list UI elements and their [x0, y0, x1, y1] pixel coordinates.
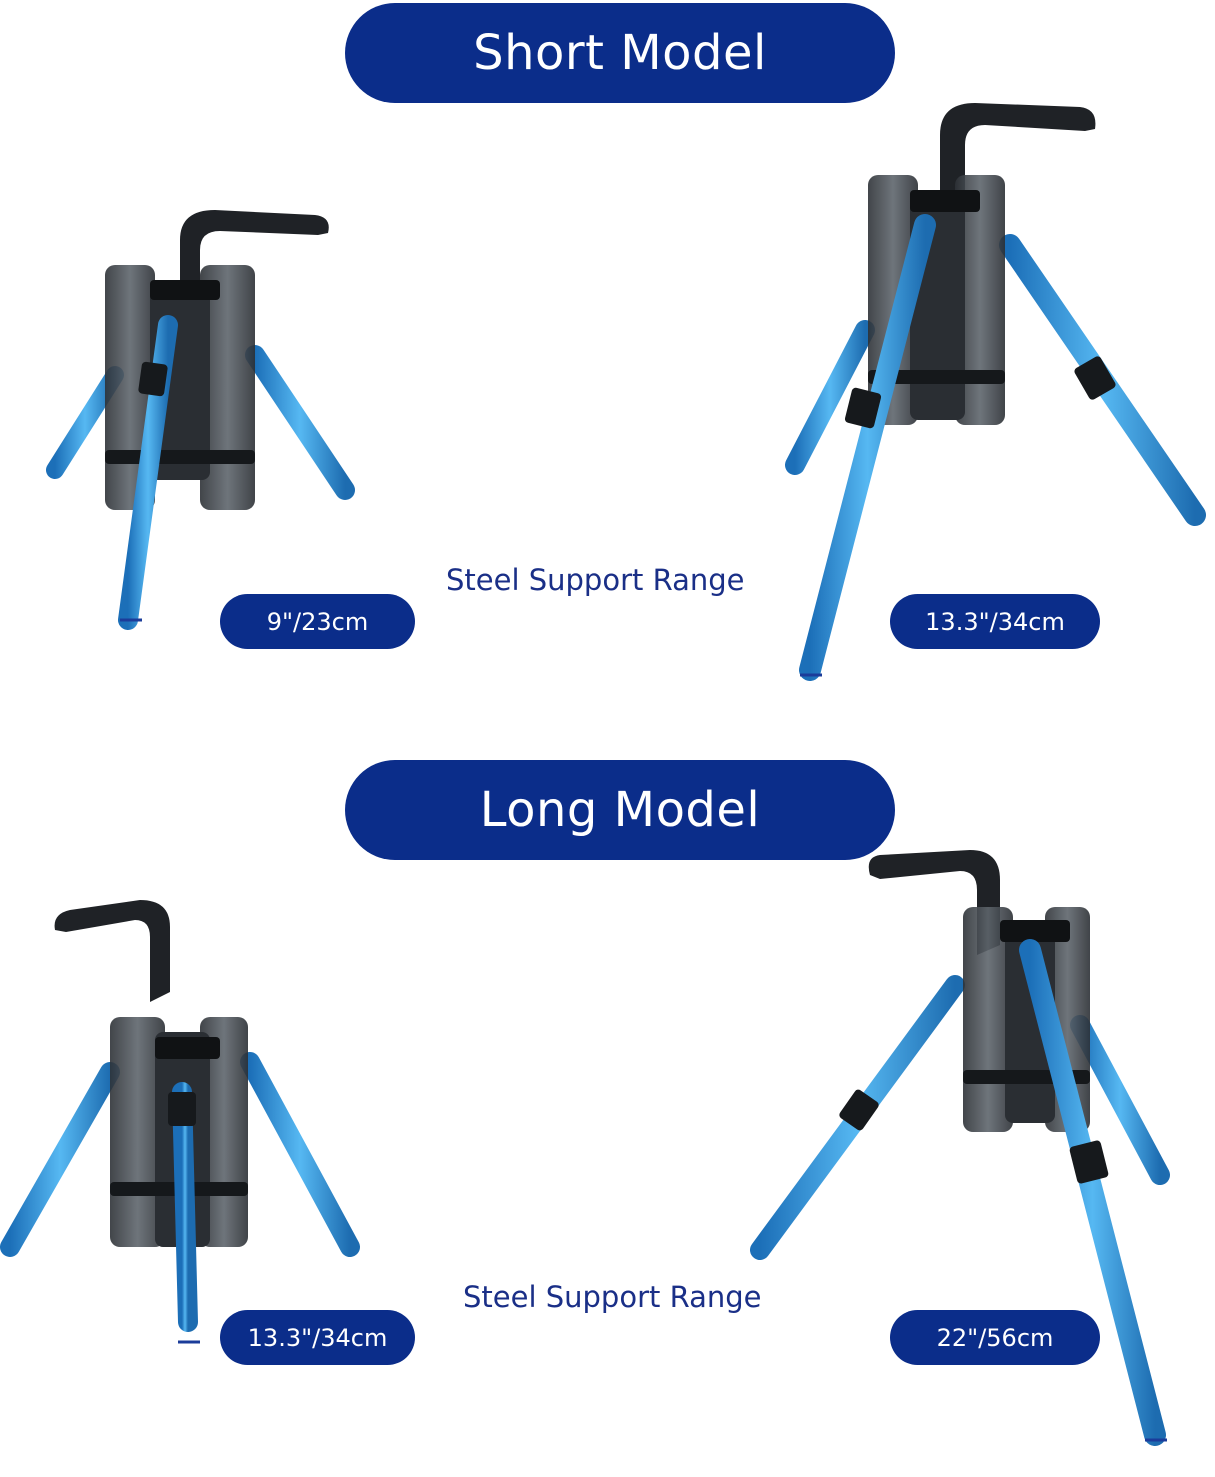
long-model-collapsed-image [0, 900, 360, 1344]
long-model-range-label: Steel Support Range [463, 1280, 762, 1314]
long-model-min-length-badge: 13.3"/34cm [220, 1310, 415, 1365]
short-model-extended-image [785, 103, 1206, 681]
long-model-max-length-badge: 22"/56cm [890, 1310, 1100, 1365]
short-model-collapsed-image [46, 210, 355, 630]
short-model-section: Short Model Steel Support Range 9"/23cm … [0, 0, 1215, 720]
long-model-section: Long Model Steel Support Range 13.3"/34c… [0, 757, 1215, 1477]
long-model-extended-image [750, 850, 1170, 1446]
short-model-min-length-badge: 9"/23cm [220, 594, 415, 649]
short-model-max-length-badge: 13.3"/34cm [890, 594, 1100, 649]
long-model-title: Long Model [345, 760, 895, 860]
short-model-range-label: Steel Support Range [446, 563, 745, 597]
short-model-title: Short Model [345, 3, 895, 103]
